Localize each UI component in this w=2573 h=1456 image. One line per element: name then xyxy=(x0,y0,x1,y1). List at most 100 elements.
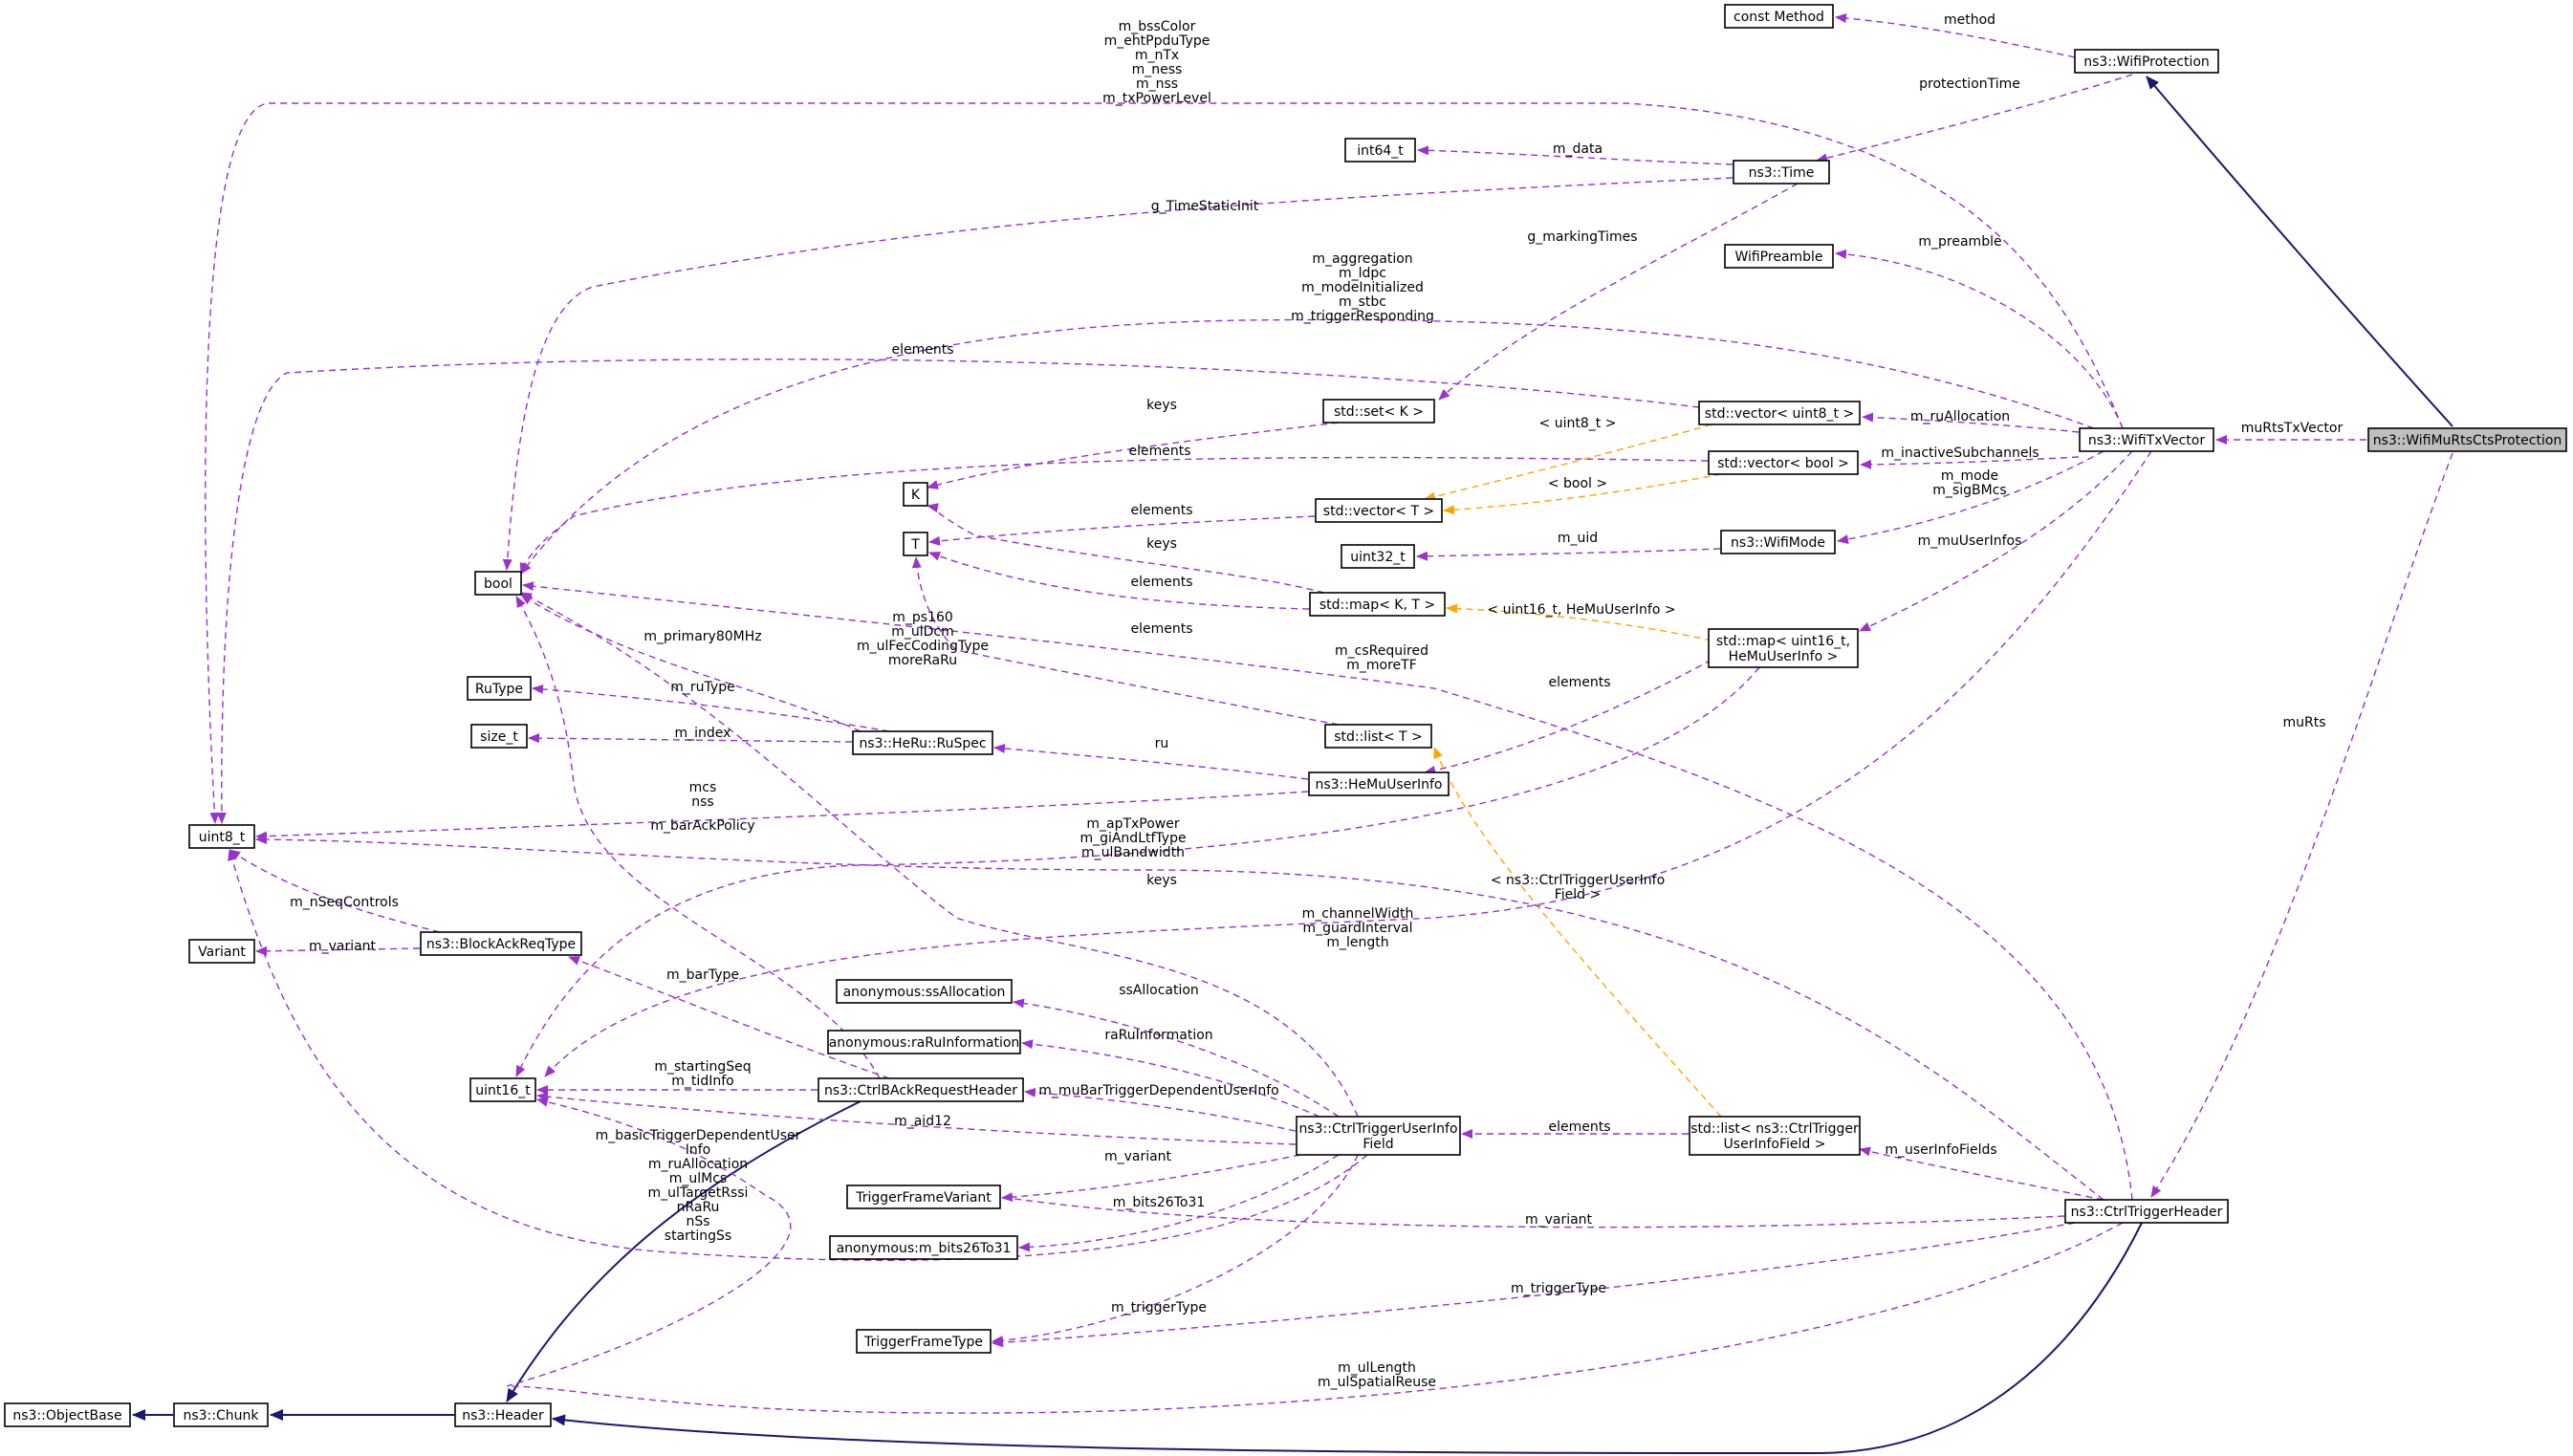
class-node-ruspec[interactable]: ns3::HeRu::RuSpec xyxy=(852,730,993,755)
edge-label-line: < uint16_t, HeMuUserInfo > xyxy=(1487,602,1675,618)
class-node-label: std::set< K > xyxy=(1334,404,1424,420)
edge-label-tfv-ctuif: m_variant xyxy=(1104,1149,1172,1164)
class-node-protect[interactable]: ns3::WifiMuRtsCtsProtection xyxy=(2367,427,2567,452)
class-node-list-ctuif[interactable]: std::list< ns3::CtrlTriggerUserInfoField… xyxy=(1689,1116,1861,1156)
edge-label-line: m_muBarTriggerDependentUserInfo xyxy=(1038,1083,1278,1098)
class-node-label: WifiPreamble xyxy=(1734,250,1822,265)
edge-line xyxy=(992,1154,1359,1346)
edge-mapkt-mapu16 xyxy=(1446,603,1712,641)
class-node-map-u16[interactable]: std::map< uint16_t,HeMuUserInfo > xyxy=(1708,628,1859,668)
class-node-box xyxy=(903,482,928,507)
class-node-constmethod[interactable]: const Method xyxy=(1724,4,1834,29)
edge-line xyxy=(911,556,1340,726)
class-node-rutype[interactable]: RuType xyxy=(467,676,532,701)
edge-label-int64-time: m_data xyxy=(1553,141,1603,157)
edge-mapu16-txvector xyxy=(1859,450,2133,632)
edge-label-line: nRaRu xyxy=(677,1200,720,1215)
class-node-uint8[interactable]: uint8_t xyxy=(188,824,255,849)
class-node-vec-t[interactable]: std::vector< T > xyxy=(1315,498,1443,523)
edge-line xyxy=(2150,452,2453,1198)
class-node-wifimode[interactable]: ns3::WifiMode xyxy=(1720,530,1836,554)
edge-label-line: m_modeInitialized xyxy=(1301,280,1424,295)
class-node-ssalloc[interactable]: anonymous:ssAllocation xyxy=(836,979,1013,1004)
class-node-vec-bool[interactable]: std::vector< bool > xyxy=(1708,450,1859,475)
class-node-tfv[interactable]: TriggerFrameVariant xyxy=(846,1184,1001,1209)
edge-label-line: elements xyxy=(1130,503,1192,518)
edge-label-uint16-mapu16: keys xyxy=(1146,873,1177,888)
class-node-size-t[interactable]: size_t xyxy=(470,724,528,749)
edge-listctuif-cth xyxy=(1859,1146,2104,1201)
edge-vecbool-txvector xyxy=(1860,456,2080,469)
edge-label-line: elements xyxy=(1548,1119,1610,1135)
class-node-K[interactable]: K xyxy=(903,482,928,507)
edge-label-line: m_aggregation xyxy=(1312,251,1412,267)
edge-raru-ctuif xyxy=(1021,1039,1320,1118)
edge-line xyxy=(520,592,1359,1118)
class-node-tft[interactable]: TriggerFrameType xyxy=(856,1329,992,1354)
edge-time-wifiprot xyxy=(1816,74,2133,163)
class-node-box xyxy=(173,1402,269,1427)
class-node-ctrlbar[interactable]: ns3::CtrlBAckRequestHeader xyxy=(818,1077,1024,1102)
class-node-list-t[interactable]: std::list< T > xyxy=(1324,724,1432,749)
class-node-box xyxy=(470,724,528,749)
class-node-barreqtype[interactable]: ns3::BlockAckReqType xyxy=(420,931,582,956)
class-node-label: K xyxy=(911,488,921,503)
edge-K-mapkt xyxy=(927,503,1325,594)
class-node-box xyxy=(1315,498,1443,523)
edge-label-line: Info xyxy=(686,1142,711,1158)
edge-label-line: m_tidInfo xyxy=(671,1074,733,1089)
class-node-label: ns3::WifiMode xyxy=(1731,535,1825,551)
edge-header-cth xyxy=(552,1222,2143,1455)
edge-label-line: Field > xyxy=(1555,887,1602,902)
edge-uint8-vecu8 xyxy=(216,359,1700,824)
class-node-box xyxy=(1733,160,1830,185)
edge-label-line: ru xyxy=(1155,736,1169,751)
class-node-int64[interactable]: int64_t xyxy=(1344,138,1416,163)
edge-line xyxy=(520,318,2095,575)
class-node-set[interactable]: std::set< K > xyxy=(1322,399,1435,424)
edge-label-uint8-barreq: m_nSeqControls xyxy=(290,895,399,910)
class-node-label: std::list< T > xyxy=(1334,729,1423,745)
edge-label-line: ssAllocation xyxy=(1119,983,1199,998)
class-node-raru[interactable]: anonymous:raRuInformation xyxy=(827,1030,1021,1054)
class-node-chunk[interactable]: ns3::Chunk xyxy=(173,1402,269,1427)
class-node-label: ns3::WifiMuRtsCtsProtection xyxy=(2373,433,2562,448)
class-node-bits26[interactable]: anonymous:m_bits26To31 xyxy=(829,1235,1018,1260)
class-node-label: ns3::ObjectBase xyxy=(12,1408,121,1423)
edge-label-bool-ctrlbar: m_barAckPolicy xyxy=(650,818,754,834)
class-node-box xyxy=(2079,427,2214,452)
class-node-bool[interactable]: bool xyxy=(474,571,522,596)
class-node-label: ns3::Chunk xyxy=(183,1408,259,1423)
edge-label-vecbool-txvector: m_inactiveSubchannels xyxy=(1881,445,2039,461)
class-node-vec-u8[interactable]: std::vector< uint8_t > xyxy=(1698,401,1861,425)
class-node-hemuuser[interactable]: ns3::HeMuUserInfo xyxy=(1308,771,1450,796)
class-node-time[interactable]: ns3::Time xyxy=(1733,160,1830,185)
class-node-label: std::vector< uint8_t > xyxy=(1705,406,1854,422)
edge-label-line: m_ulDcm xyxy=(891,624,954,640)
class-node-preamble[interactable]: WifiPreamble xyxy=(1724,244,1834,269)
edge-label-line: < bool > xyxy=(1548,476,1607,491)
edge-line xyxy=(1013,998,1340,1118)
edge-vecu8-txvector xyxy=(1862,412,2080,433)
class-node-label: std::vector< T > xyxy=(1323,504,1434,519)
class-node-txvector[interactable]: ns3::WifiTxVector xyxy=(2079,427,2214,452)
edge-vect-vecbool xyxy=(1443,473,1722,515)
class-node-map-kt[interactable]: std::map< K, T > xyxy=(1309,592,1446,617)
class-node-T[interactable]: T xyxy=(903,532,928,556)
class-node-uint32[interactable]: uint32_t xyxy=(1341,544,1415,569)
class-node-uint16[interactable]: uint16_t xyxy=(469,1077,536,1102)
edge-label-line: m_length xyxy=(1326,935,1388,950)
class-node-variant[interactable]: Variant xyxy=(188,939,255,964)
edge-label-txvector-protect: muRtsTxVector xyxy=(2241,421,2344,436)
class-node-objbase[interactable]: ns3::ObjectBase xyxy=(4,1402,131,1427)
class-node-cth[interactable]: ns3::CtrlTriggerHeader xyxy=(2064,1199,2229,1224)
edge-line xyxy=(255,835,2104,1201)
class-node-wifiprot[interactable]: ns3::WifiProtection xyxy=(2074,49,2219,74)
edge-line xyxy=(927,422,1340,489)
class-node-label: std::map< K, T > xyxy=(1319,598,1435,613)
class-node-header[interactable]: ns3::Header xyxy=(454,1402,552,1427)
